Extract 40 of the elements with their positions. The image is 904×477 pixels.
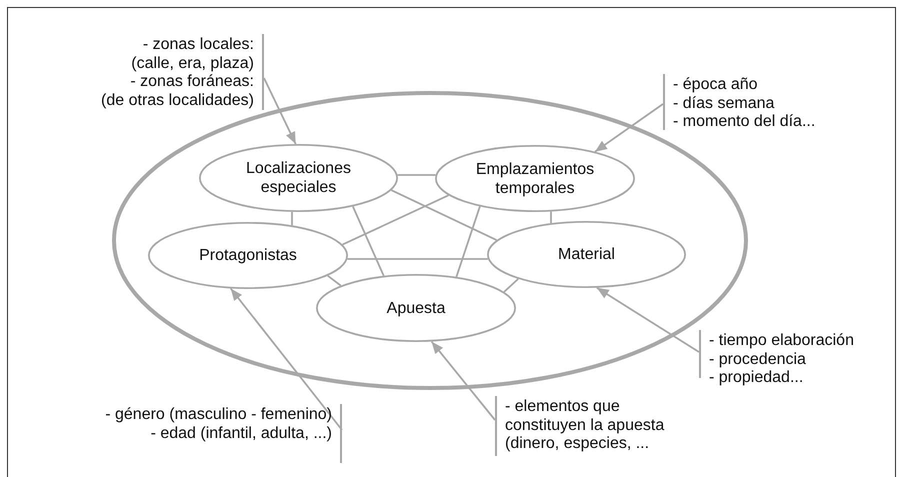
connector-line	[391, 189, 497, 241]
annotation-text: - zonas foráneas:	[130, 73, 254, 92]
arrow	[430, 341, 496, 421]
connector-line	[456, 206, 481, 278]
annotation-text: - época año	[673, 76, 758, 94]
arrow	[263, 78, 297, 144]
arrow	[594, 103, 664, 152]
annotation-text: - tiempo elaboración	[709, 332, 854, 350]
topic-label: Material	[558, 245, 615, 264]
annotation-text: - propiedad...	[709, 369, 804, 388]
topic-ellipse	[148, 222, 348, 289]
annotation-text: - días semana	[673, 94, 774, 113]
connector-line	[348, 258, 488, 260]
topic-label: Protagonistas	[199, 246, 297, 265]
annotation-text: - elementos que	[505, 398, 620, 416]
topic-label: Emplazamientos temporales	[474, 160, 596, 198]
connector-line	[504, 278, 519, 293]
topic-label: Apuesta	[386, 298, 446, 318]
connector-line	[352, 206, 385, 276]
annotation-text: - edad (infantil, adulta, ...)	[150, 424, 332, 443]
topic-label: Localizaciones especiales	[245, 159, 352, 197]
connector-line	[550, 212, 552, 224]
arrow	[230, 288, 343, 431]
arrow	[596, 287, 700, 353]
connector-line	[398, 174, 436, 176]
connector-line	[342, 194, 449, 246]
annotation-text: (de otras localidades)	[101, 92, 254, 110]
annotation-text: - momento del día...	[673, 113, 816, 132]
annotation-text: (dinero, especies, ...	[505, 435, 650, 454]
topic-ellipse	[316, 274, 516, 342]
topic-ellipse	[435, 145, 635, 212]
connector-line	[291, 212, 293, 226]
annotation-text: - zonas locales:	[142, 36, 254, 54]
topic-ellipse	[199, 144, 398, 212]
annotation-text: - procedencia	[709, 350, 806, 369]
annotation-text: constituyen la apuesta	[505, 416, 664, 435]
topic-ellipse	[487, 221, 686, 288]
connector-line	[327, 274, 342, 286]
annotation-text: (calle, era, plaza)	[131, 54, 254, 73]
annotation-text: - género (masculino - femenino)	[105, 406, 332, 424]
